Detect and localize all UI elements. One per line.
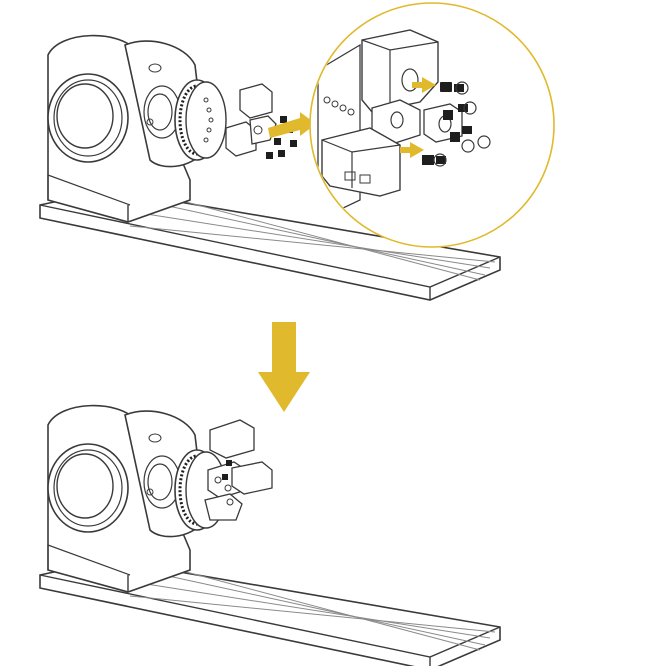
chuck-face-1 bbox=[203, 97, 214, 143]
chuck-jaws-assembled bbox=[204, 419, 273, 521]
chuck-jaws-exploded bbox=[225, 83, 277, 157]
step-2-assembled bbox=[38, 404, 502, 666]
right-arrow-icon bbox=[268, 112, 316, 138]
down-arrow-icon bbox=[258, 322, 310, 412]
step-1-attach-jaws bbox=[38, 2, 555, 302]
rotary-base-2 bbox=[38, 404, 502, 666]
detail-callout bbox=[309, 2, 555, 248]
